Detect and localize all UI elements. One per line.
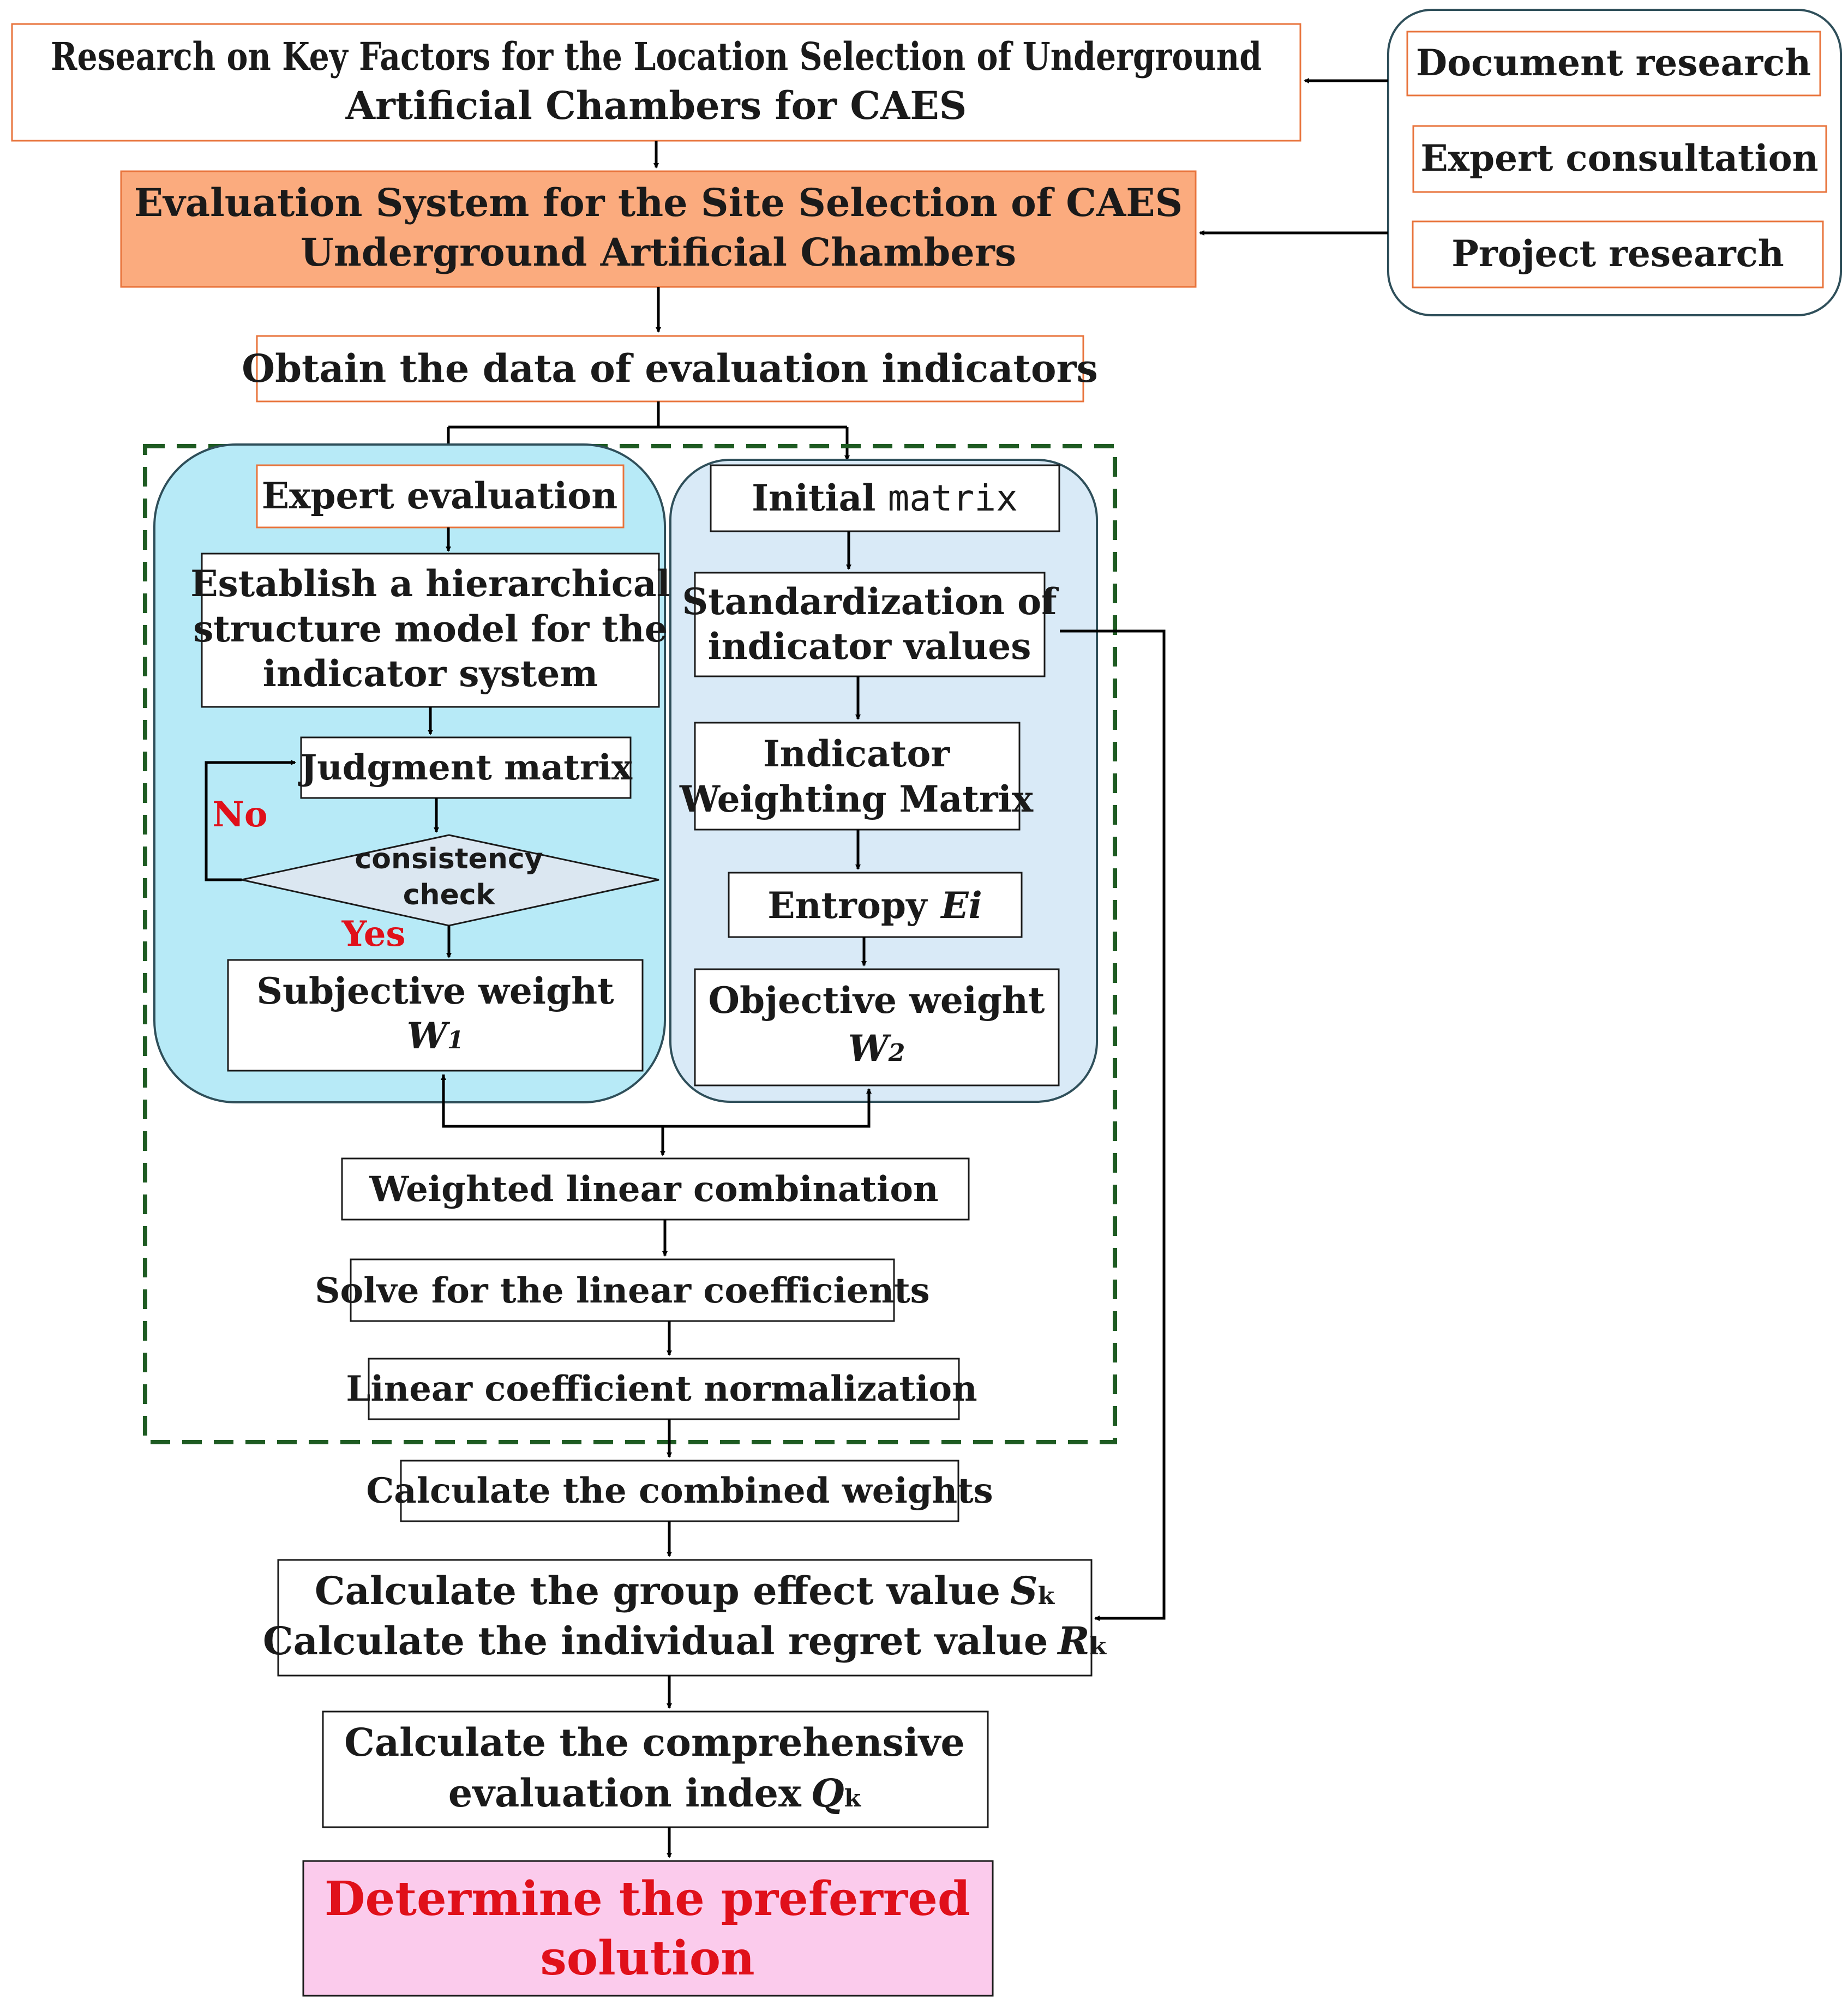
weighted-combination-label: Weighted linear combination	[369, 1169, 938, 1210]
final-solution-box	[302, 1860, 994, 1997]
expert-consultation-label: Expert consultation	[1420, 137, 1818, 179]
entropy-symbol: Ei	[940, 884, 982, 927]
comprehensive-subscript: k	[844, 1785, 862, 1812]
group-effect-box	[277, 1559, 1093, 1677]
subjective-weight-label: Subjective weight	[256, 970, 614, 1012]
connector-standardization-to-group-effect	[1060, 629, 1166, 1621]
expert-consultation-box	[1412, 125, 1827, 193]
comprehensive-index-box	[322, 1710, 989, 1828]
weighting-matrix-line1: Indicator	[763, 733, 951, 775]
evaluation-system-line2: Underground Artificial Chambers	[301, 230, 1016, 275]
entropy-box	[728, 872, 1023, 938]
judgment-matrix-label: Judgment matrix	[298, 747, 633, 788]
initial-matrix-label: Initial matrix	[752, 477, 1018, 519]
subjective-weight-box	[227, 959, 644, 1072]
solve-coefficients-label: Solve for the linear coefficients	[315, 1270, 929, 1311]
hierarchy-line3: indicator system	[263, 652, 598, 695]
standardization-line1: Standardization of	[682, 580, 1059, 623]
group-effect-symbol: S	[1010, 1568, 1038, 1613]
consistency-line2: check	[403, 879, 496, 911]
top-title-line2: Artificial Chambers for CAES	[345, 83, 967, 128]
solve-coefficients-box	[350, 1258, 895, 1322]
top-title-box	[11, 23, 1301, 142]
w2-symbol: W	[848, 1027, 892, 1070]
evaluation-system-box	[120, 170, 1197, 288]
w1-label: W1	[407, 1014, 464, 1057]
document-research-label: Document research	[1416, 41, 1811, 84]
no-label: No	[212, 794, 267, 835]
regret-symbol: R	[1057, 1618, 1089, 1664]
initial-matrix-box	[710, 464, 1060, 532]
hierarchy-model-box	[201, 553, 660, 708]
group-effect-subscript: k	[1038, 1582, 1055, 1610]
evaluation-system-line1: Evaluation System for the Site Selection…	[134, 180, 1183, 225]
judgment-matrix-box	[300, 736, 632, 799]
comprehensive-line1: Calculate the comprehensive	[344, 1720, 965, 1765]
standardization-line2: indicator values	[708, 625, 1031, 668]
normalization-label: Linear coefficient normalization	[346, 1368, 977, 1409]
expert-evaluation-box	[256, 464, 625, 529]
project-research-label: Project research	[1451, 232, 1784, 275]
project-research-box	[1412, 220, 1824, 289]
entropy-text: Entropy	[767, 884, 928, 927]
entropy-label: Entropy Ei	[767, 884, 982, 927]
obtain-data-box	[256, 335, 1084, 403]
final-line1: Determine the preferred	[325, 1871, 970, 1926]
comprehensive-text: evaluation index	[448, 1770, 802, 1816]
comprehensive-symbol: Q	[811, 1770, 844, 1816]
w2-label: W2	[848, 1027, 905, 1070]
final-line2: solution	[540, 1931, 754, 1986]
obtain-data-label: Obtain the data of evaluation indicators	[242, 346, 1098, 391]
expert-evaluation-label: Expert evaluation	[262, 475, 618, 517]
top-title-line1: Research on Key Factors for the Location…	[51, 34, 1262, 79]
document-research-box	[1406, 31, 1821, 97]
group-effect-text: Calculate the group effect value	[315, 1568, 1000, 1613]
w1-subscript: 1	[447, 1026, 464, 1054]
regret-text: Calculate the individual regret value	[263, 1618, 1048, 1664]
yes-label: Yes	[341, 914, 406, 955]
regret-subscript: k	[1090, 1632, 1107, 1660]
weighting-matrix-box	[694, 722, 1021, 831]
w2-subscript: 2	[888, 1039, 905, 1067]
initial-mono: matrix	[887, 477, 1017, 519]
weighted-combination-box	[341, 1157, 970, 1221]
weighting-method-frame	[143, 444, 1117, 1444]
w1-symbol: W	[407, 1014, 451, 1057]
objective-weight-label: Objective weight	[708, 979, 1045, 1022]
connector-no-loop	[205, 760, 296, 881]
combined-weights-box	[400, 1460, 959, 1522]
hierarchy-line2: structure model for the	[193, 608, 667, 650]
connector-weights-merge	[442, 1074, 871, 1128]
hierarchy-line1: Establish a hierarchical	[190, 562, 670, 605]
objective-weight-box	[694, 968, 1060, 1086]
consistency-line1: consistency	[355, 843, 543, 875]
standardization-box	[694, 572, 1046, 677]
weighting-matrix-line2: Weighting Matrix	[679, 778, 1034, 820]
combined-weights-label: Calculate the combined weights	[366, 1470, 993, 1511]
normalization-box	[368, 1358, 960, 1420]
initial-label: Initial	[752, 477, 875, 519]
